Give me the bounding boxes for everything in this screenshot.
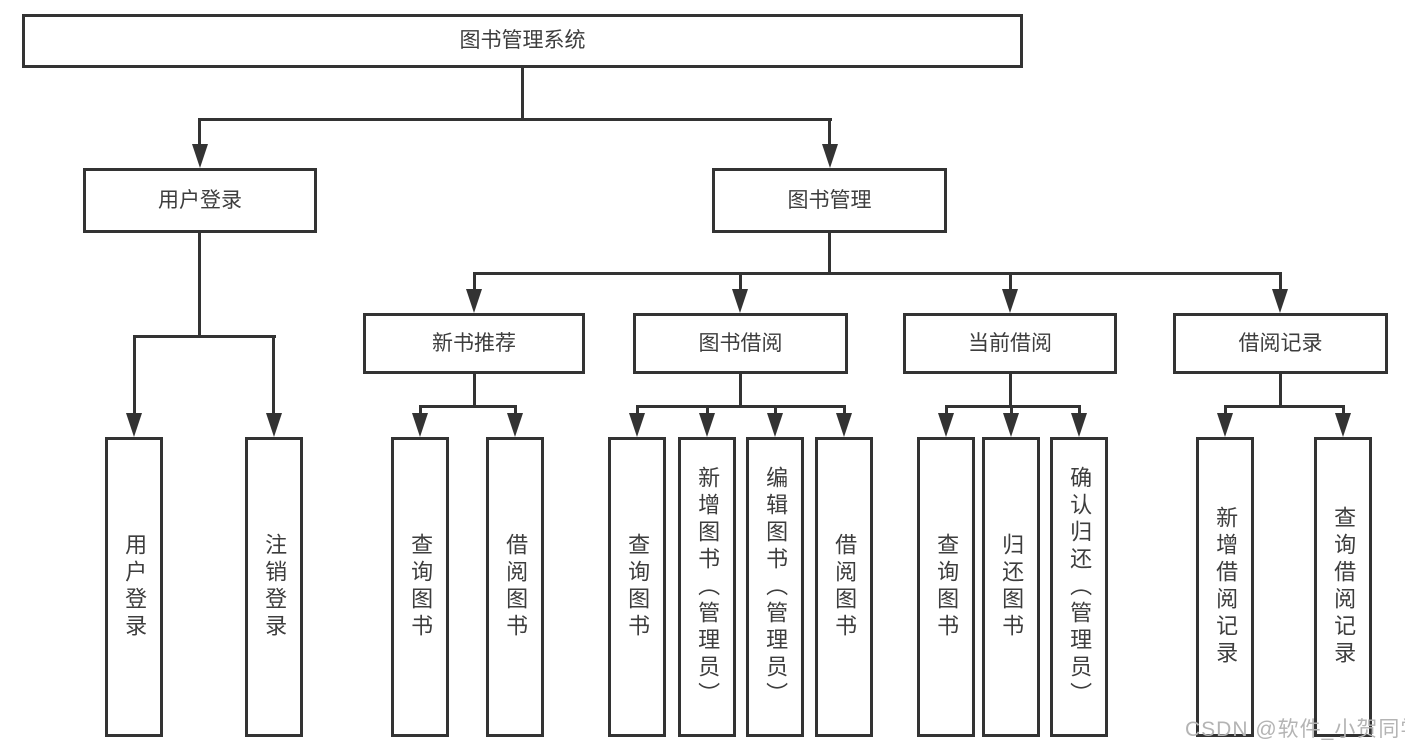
connector-drop: [706, 405, 709, 417]
connector-drop: [1078, 405, 1081, 417]
leaf-add-borrow-record: 新增借阅记录: [1196, 437, 1254, 737]
arrowhead-icon: [699, 413, 715, 437]
arrowhead-icon: [836, 413, 852, 437]
connector-drop: [198, 118, 201, 148]
arrowhead-icon: [126, 413, 142, 437]
node-book-borrowing: 图书借阅: [633, 313, 848, 374]
connector-drop: [1342, 405, 1345, 417]
arrowhead-icon: [1071, 413, 1087, 437]
arrowhead-icon: [732, 289, 748, 313]
connector-rail: [473, 272, 1282, 275]
connector-drop: [774, 405, 777, 417]
node-new-book-recommendation: 新书推荐: [363, 313, 585, 374]
arrowhead-icon: [1002, 289, 1018, 313]
leaf-borrow-books-recommend: 借阅图书: [486, 437, 544, 737]
connector-drop: [133, 335, 136, 417]
arrowhead-icon: [1272, 289, 1288, 313]
arrowhead-icon: [1003, 413, 1019, 437]
connector-stem: [198, 233, 201, 335]
node-current-borrowing: 当前借阅: [903, 313, 1117, 374]
connector-drop: [272, 335, 275, 417]
arrowhead-icon: [507, 413, 523, 437]
leaf-query-books-current: 查询图书: [917, 437, 975, 737]
leaf-user-login: 用户登录: [105, 437, 163, 737]
connector-rail: [198, 118, 832, 121]
connector-stem: [473, 374, 476, 405]
arrowhead-icon: [938, 413, 954, 437]
connector-rail: [419, 405, 517, 408]
arrowhead-icon: [822, 144, 838, 168]
connector-stem: [1279, 374, 1282, 405]
csdn-watermark: CSDN @软件_小贺同学: [1185, 718, 1405, 741]
leaf-return-books: 归还图书: [982, 437, 1040, 737]
leaf-add-books-admin: 新增图书（管理员）: [678, 437, 736, 737]
connector-drop: [739, 272, 742, 293]
node-book-management: 图书管理: [712, 168, 947, 233]
node-library-management-system: 图书管理系统: [22, 14, 1023, 68]
arrowhead-icon: [1335, 413, 1351, 437]
leaf-query-borrow-record: 查询借阅记录: [1314, 437, 1372, 737]
leaf-query-books-borrowing: 查询图书: [608, 437, 666, 737]
leaf-logout: 注销登录: [245, 437, 303, 737]
connector-drop: [828, 118, 831, 148]
connector-drop: [1010, 405, 1013, 417]
arrowhead-icon: [412, 413, 428, 437]
arrowhead-icon: [1217, 413, 1233, 437]
leaf-query-books-recommend: 查询图书: [391, 437, 449, 737]
connector-rail: [1224, 405, 1345, 408]
connector-drop: [945, 405, 948, 417]
leaf-edit-books-admin: 编辑图书（管理员）: [746, 437, 804, 737]
connector-drop: [1224, 405, 1227, 417]
connector-drop: [843, 405, 846, 417]
connector-stem: [739, 374, 742, 405]
arrowhead-icon: [767, 413, 783, 437]
connector-drop: [636, 405, 639, 417]
connector-drop: [1279, 272, 1282, 293]
connector-drop: [419, 405, 422, 417]
node-borrowing-records: 借阅记录: [1173, 313, 1388, 374]
arrowhead-icon: [466, 289, 482, 313]
arrowhead-icon: [629, 413, 645, 437]
connector-drop: [514, 405, 517, 417]
connector-rail: [636, 405, 846, 408]
connector-stem: [1009, 374, 1012, 405]
connector-stem: [521, 68, 524, 118]
connector-rail: [945, 405, 1081, 408]
node-user-login: 用户登录: [83, 168, 317, 233]
leaf-borrow-books: 借阅图书: [815, 437, 873, 737]
connector-stem: [828, 233, 831, 272]
leaf-confirm-return-admin: 确认归还（管理员）: [1050, 437, 1108, 737]
connector-drop: [473, 272, 476, 293]
arrowhead-icon: [266, 413, 282, 437]
connector-drop: [1009, 272, 1012, 293]
arrowhead-icon: [192, 144, 208, 168]
connector-rail: [133, 335, 276, 338]
